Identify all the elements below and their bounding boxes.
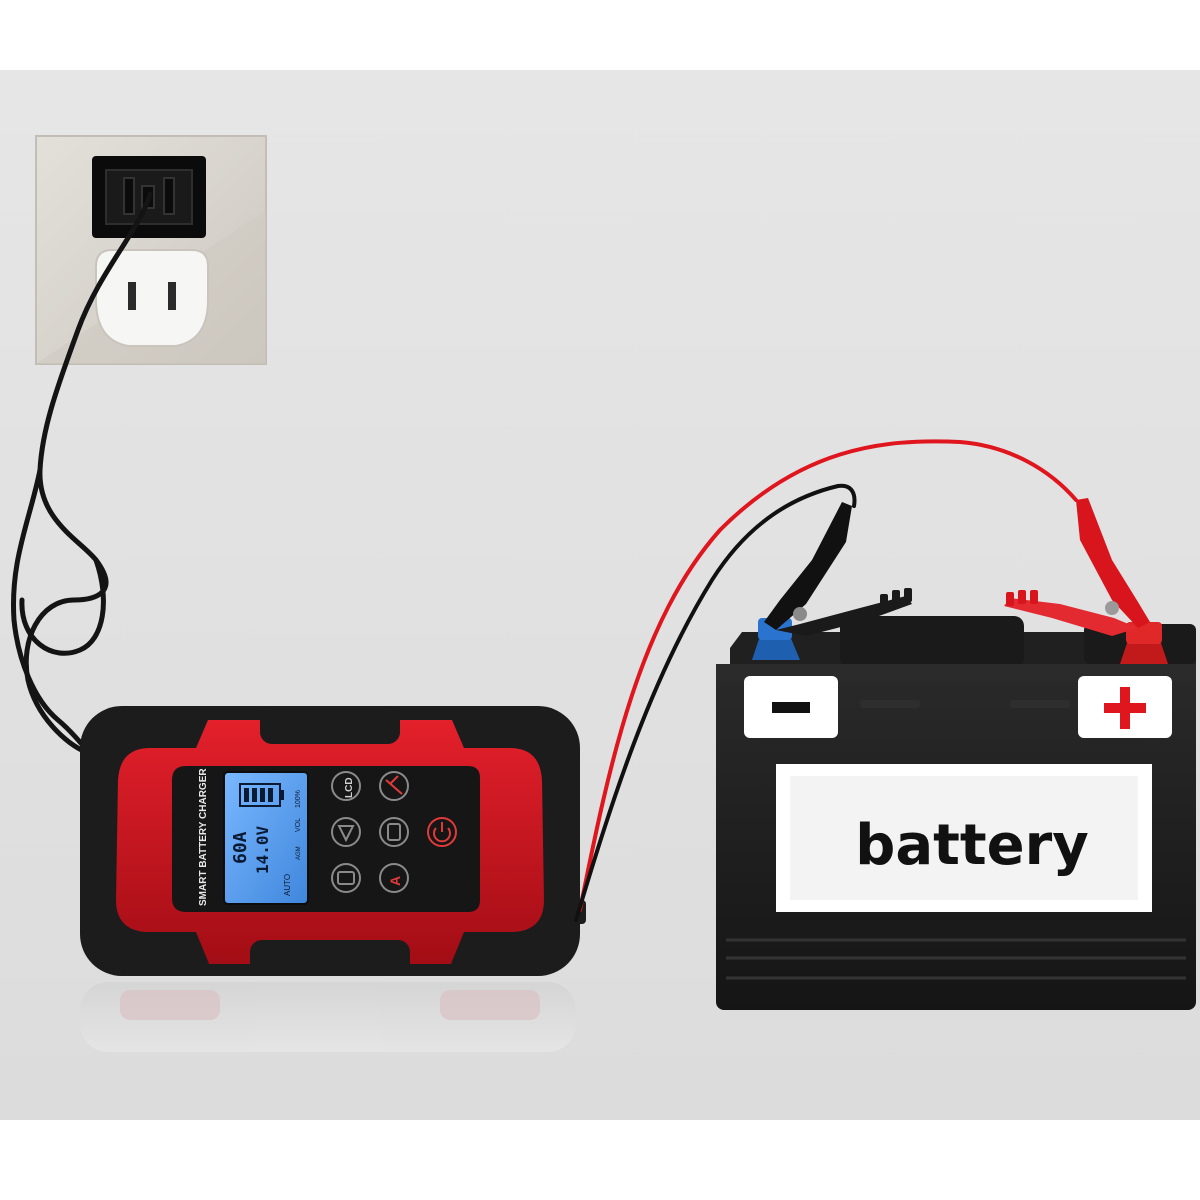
lcd-voltage: 14.0V — [253, 825, 272, 874]
battery-icon — [387, 823, 401, 841]
mode-button[interactable] — [331, 817, 361, 847]
lcd-mode: AUTO — [283, 874, 292, 896]
charging-cables — [574, 439, 1078, 922]
power-button[interactable] — [427, 817, 457, 847]
wrench-icon — [385, 775, 403, 795]
lcd-current: 60A — [230, 831, 251, 864]
negative-badge — [744, 676, 838, 738]
battery-type-button[interactable] — [379, 817, 409, 847]
lcd-agm: AGM — [296, 846, 302, 860]
car-battery-icon — [337, 871, 355, 885]
battery-check-button[interactable] — [331, 863, 361, 893]
car-battery: battery — [716, 616, 1196, 1010]
battery-label: battery — [776, 764, 1152, 912]
mains-cable — [10, 191, 153, 755]
plus-symbol-v — [1120, 687, 1130, 729]
outlet-socket — [95, 249, 209, 347]
black-cable — [574, 483, 857, 922]
charger-reflection — [80, 982, 576, 1052]
lcd-button[interactable] — [331, 771, 361, 801]
shield-icon — [337, 825, 355, 843]
power-icon — [433, 822, 451, 843]
minus-symbol — [772, 702, 810, 713]
charger-brand-text: SMART BATTERY CHARGER — [198, 768, 209, 906]
lcd-percent: 100% — [295, 790, 302, 808]
red-clamp — [1004, 498, 1150, 636]
red-cable — [578, 439, 1078, 912]
black-clamp — [764, 502, 912, 636]
lcd-vol: VOL — [295, 818, 302, 832]
battery-label-text: battery — [855, 813, 1089, 878]
wall-outlet — [35, 135, 267, 365]
charger-panel — [172, 766, 480, 912]
lcd-battery-icon — [239, 783, 284, 807]
temperature-icon: A — [387, 876, 403, 886]
lcd-button-label: LCD — [344, 777, 355, 798]
charger-buttons: LCD A — [331, 771, 457, 893]
repair-button[interactable] — [379, 771, 409, 801]
battery-charger: SMART BATTERY CHARGER 60A 14.0V AUTO AGM… — [80, 706, 586, 976]
lcd-screen: 60A 14.0V AUTO AGM VOL 100% — [223, 771, 309, 905]
positive-badge — [1078, 676, 1172, 738]
temperature-button[interactable] — [379, 863, 409, 893]
